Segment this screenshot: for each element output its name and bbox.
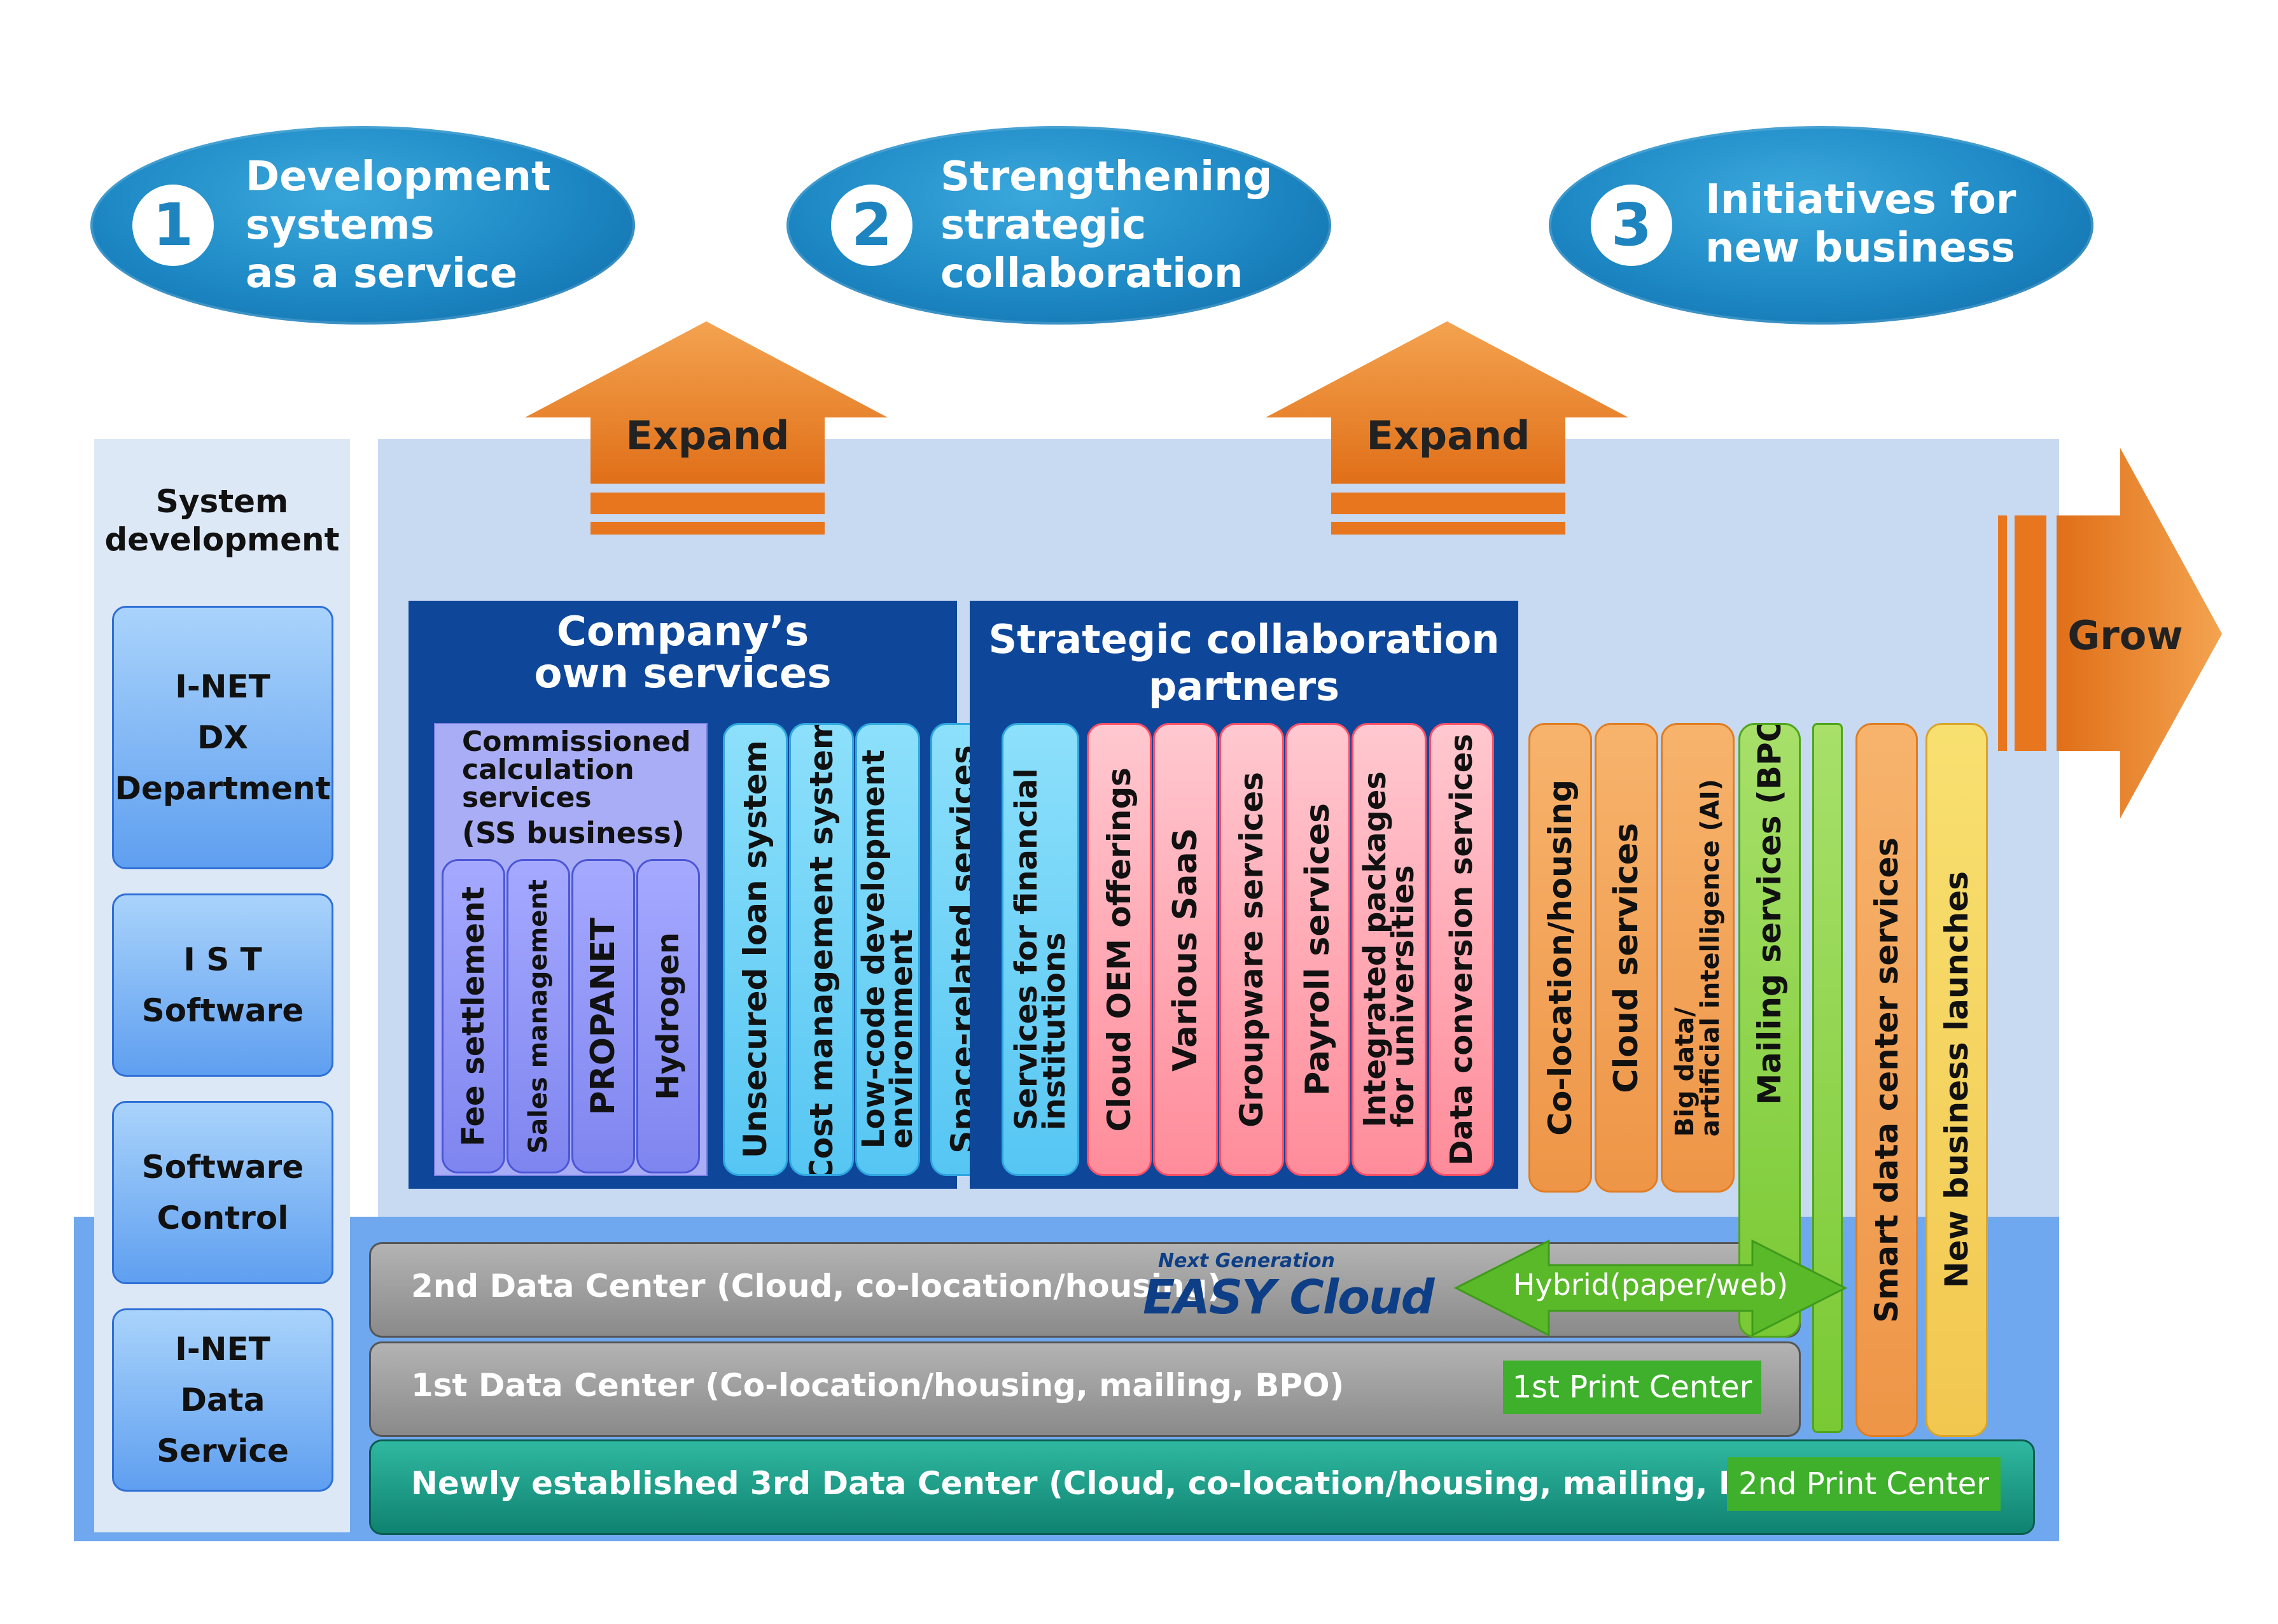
partner-item-label: Payroll services (1299, 803, 1337, 1096)
expand-label-left: Expand (625, 412, 790, 459)
goal-3-ellipse: 3 Initiatives for new business (1549, 126, 2093, 325)
partner-item-cloud-oem: Cloud OEM offerings (1087, 723, 1152, 1176)
dept-inet-dx-label: I-NET DX Department (115, 668, 331, 807)
grow-arrow-icon (1998, 448, 2222, 818)
ss-subtitle: (SS business) (462, 816, 685, 850)
expand-arrow-right-icon (1266, 321, 1628, 535)
easy-cloud-logo: Next Generation EASY Cloud (1143, 1249, 1448, 1327)
partners-title: Strategic collaboration partners (988, 616, 1500, 710)
goal-2-text: Strengthening strategic collaboration (940, 153, 1273, 297)
own-item-low-code: Low-code development environment (855, 723, 920, 1176)
dept-inet-data-service-label: I-NET Data Service (157, 1331, 289, 1469)
dc1-label: 1st Data Center (Co-location/housing, ma… (411, 1367, 1345, 1404)
ss-item-label: PROPANET (584, 917, 622, 1116)
partner-item-label: Cloud OEM offerings (1101, 767, 1138, 1132)
hybrid-label: Hybrid(paper/web) (1513, 1268, 1789, 1302)
partner-item-label: Groupware services (1233, 771, 1270, 1128)
partner-item-universities: Integrated packages for universities (1352, 723, 1427, 1176)
goal-2-ellipse: 2 Strengthening strategic collaboration (786, 126, 1331, 325)
goal-3-number: 3 (1591, 185, 1672, 266)
partner-item-label: Services for financial institutions (1009, 768, 1072, 1131)
logo-line-1: Next Generation (1158, 1250, 1335, 1272)
partner-item-groupware: Groupware services (1219, 723, 1284, 1176)
ss-item-hydrogen: Hydrogen (636, 859, 700, 1173)
dc3-label: Newly established 3rd Data Center (Cloud… (411, 1465, 1808, 1502)
ss-title: Commissioned calculation services (462, 725, 691, 814)
ss-item-label: Fee settlement (456, 886, 491, 1147)
dept-inet-data-service: I-NET Data Service (112, 1308, 333, 1492)
own-item-label: Unsecured loan system (737, 740, 774, 1159)
infra-label: Mailing services (BPO) (1751, 723, 1788, 1105)
infra-cloud: Cloud services (1595, 723, 1658, 1193)
infra-colocation: Co-location/housing (1528, 723, 1592, 1193)
infra-label: Smart data center services (1868, 837, 1905, 1323)
expand-arrow-left-icon (525, 321, 888, 535)
infra-label: Co-location/housing (1542, 780, 1579, 1136)
infra-smart-dc: Smart data center services (1855, 723, 1918, 1437)
ss-item-propanet: PROPANET (571, 859, 635, 1173)
goal-2-number: 2 (831, 185, 912, 266)
partner-item-label: Various SaaS (1166, 827, 1205, 1072)
goal-1-number: 1 (132, 185, 214, 266)
print-center-1-badge: 1st Print Center (1503, 1361, 1761, 1414)
ss-item-sales-management: Sales management (507, 859, 570, 1173)
dept-software-control: Software Control (112, 1101, 333, 1284)
partner-item-various-saas: Various SaaS (1153, 723, 1218, 1176)
logo-line-2: EASY Cloud (1143, 1270, 1435, 1325)
ss-item-fee-settlement: Fee settlement (442, 859, 505, 1173)
own-item-label: Cost management system (803, 723, 840, 1176)
ss-item-label: Hydrogen (650, 932, 686, 1100)
grow-label: Grow (2067, 612, 2183, 659)
infra-label: Cloud services (1607, 822, 1646, 1093)
dept-inet-dx: I-NET DX Department (112, 606, 333, 869)
expand-label-right: Expand (1366, 412, 1530, 459)
left-panel-title: System development (104, 483, 340, 558)
own-item-label: Low-code development environment (856, 750, 919, 1149)
dc2-label: 2nd Data Center (Cloud, co-location/hous… (411, 1268, 1222, 1305)
goal-1-text: Development systems as a service (246, 153, 551, 297)
infra-new-business: New business launches (1925, 723, 1988, 1437)
green-connector-column (1812, 723, 1843, 1433)
dept-software-control-label: Software Control (141, 1149, 304, 1236)
dept-ist-software: I S T Software (112, 893, 333, 1077)
own-services-title: Company’s own services (534, 608, 832, 697)
partner-item-data-conversion: Data conversion services (1429, 723, 1494, 1176)
partner-item-label: Data conversion services (1444, 733, 1479, 1166)
print-center-2-badge: 2nd Print Center (1727, 1457, 2001, 1511)
goal-3-text: Initiatives for new business (1705, 176, 2016, 272)
partner-item-payroll: Payroll services (1285, 723, 1350, 1176)
dept-ist-software-label: I S T Software (141, 941, 304, 1029)
infra-mailing: Mailing services (BPO) (1738, 723, 1801, 1338)
infra-label: Big data/ artificial intelligence (AI) (1670, 778, 1725, 1137)
partner-item-label: Integrated packages for universities (1357, 771, 1421, 1128)
goal-1-ellipse: 1 Development systems as a service (90, 126, 635, 325)
ss-item-label: Sales management (524, 879, 553, 1154)
own-item-cost-management: Cost management system (789, 723, 854, 1176)
infra-label: New business launches (1938, 871, 1975, 1289)
hybrid-double-arrow-icon (1453, 1239, 1848, 1337)
infra-ai: Big data/ artificial intelligence (AI) (1661, 723, 1735, 1193)
partner-item-financial: Services for financial institutions (1002, 723, 1079, 1176)
own-item-unsecured-loan: Unsecured loan system (723, 723, 788, 1176)
